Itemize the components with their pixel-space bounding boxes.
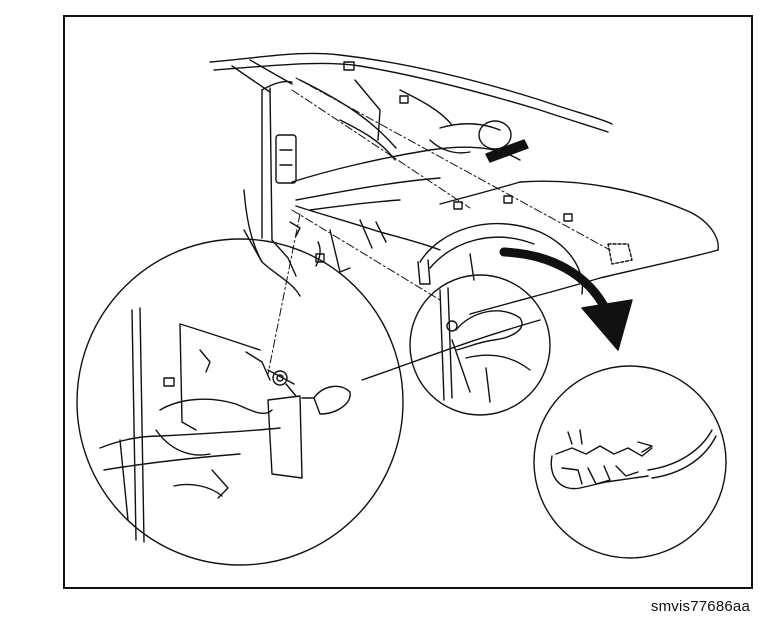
curved-arrow-icon — [504, 252, 632, 350]
detail-circle-right — [534, 366, 726, 558]
figure-border — [63, 15, 753, 589]
vehicle-body-outline — [210, 53, 718, 380]
detail-circle-left — [77, 239, 403, 565]
figure-code-caption: smvis77686aa — [650, 598, 750, 615]
detail-circle-center — [410, 254, 550, 415]
leader-lines — [268, 78, 610, 374]
pillar-bracket — [276, 135, 296, 183]
